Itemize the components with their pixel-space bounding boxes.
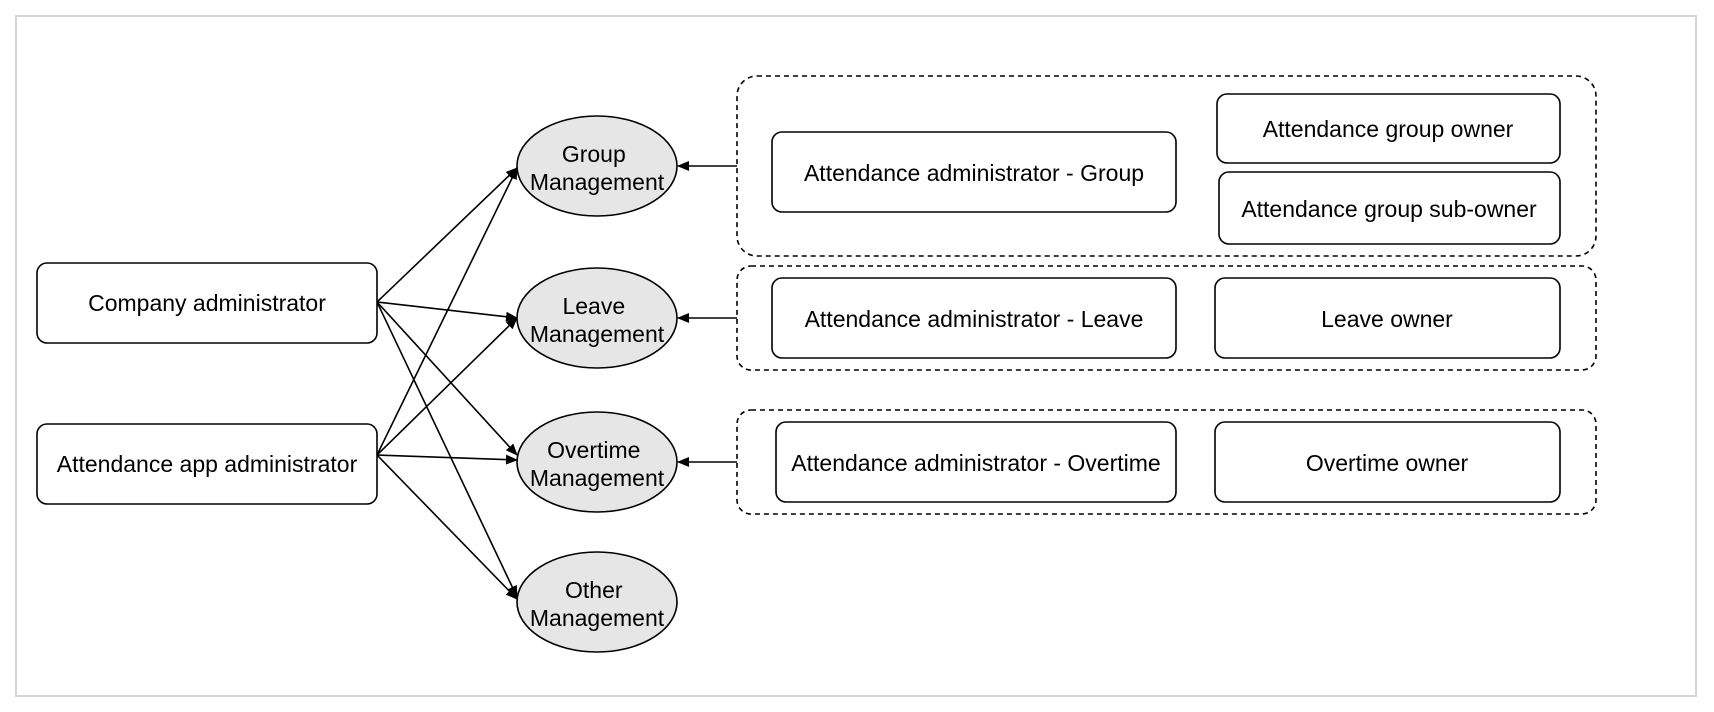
leave-management-line1: Leave xyxy=(562,293,625,319)
edge-company-to-other xyxy=(376,301,518,598)
group-cluster xyxy=(736,75,1597,257)
edge-attendance-app-to-group xyxy=(376,167,518,456)
other-management-line2: Management xyxy=(530,605,665,631)
edge-company-to-group xyxy=(376,167,518,303)
group-admin-box xyxy=(771,131,1177,213)
group-admin-label: Attendance administrator - Group xyxy=(804,160,1144,186)
overtime-management-label: Overtime Management xyxy=(530,437,665,491)
group-management-line1: Group xyxy=(562,141,626,167)
overtime-owner-box xyxy=(1214,421,1561,503)
company-admin-box xyxy=(36,262,378,344)
group-management-line2: Management xyxy=(530,169,665,195)
leave-management-line2: Management xyxy=(530,321,665,347)
leave-management-label: Leave Management xyxy=(530,293,665,347)
attendance-app-admin-label: Attendance app administrator xyxy=(57,451,358,477)
group-sub-owner-box xyxy=(1218,171,1561,245)
edge-attendance-app-to-overtime xyxy=(376,454,518,465)
company-admin-label: Company administrator xyxy=(88,290,326,316)
overtime-management-line2: Management xyxy=(530,465,665,491)
overtime-admin-box xyxy=(775,421,1177,503)
overtime-management-line1: Overtime xyxy=(547,437,640,463)
group-management-node xyxy=(516,115,678,217)
group-owner-label: Attendance group owner xyxy=(1263,116,1514,142)
leave-management-node xyxy=(516,267,678,369)
leave-owner-box xyxy=(1214,277,1561,359)
leave-admin-label: Attendance administrator - Leave xyxy=(805,306,1144,332)
other-management-label: Other Management xyxy=(530,577,665,631)
attendance-app-admin-box xyxy=(36,423,378,505)
overtime-owner-label: Overtime owner xyxy=(1306,450,1469,476)
edge-attendance-app-to-leave xyxy=(376,317,518,456)
other-management-line1: Other xyxy=(565,577,623,603)
group-management-label: Group Management xyxy=(530,141,665,195)
edge-company-to-overtime xyxy=(376,301,518,456)
leave-owner-label: Leave owner xyxy=(1321,306,1453,332)
overtime-admin-label: Attendance administrator - Overtime xyxy=(791,450,1160,476)
group-owner-box xyxy=(1216,93,1561,164)
overtime-cluster xyxy=(736,409,1597,515)
leave-cluster xyxy=(736,265,1597,371)
group-sub-owner-label: Attendance group sub-owner xyxy=(1241,196,1537,222)
overtime-management-node xyxy=(516,411,678,513)
leave-admin-box xyxy=(771,277,1177,359)
other-management-node xyxy=(516,551,678,653)
edge-attendance-app-to-other xyxy=(376,454,518,600)
